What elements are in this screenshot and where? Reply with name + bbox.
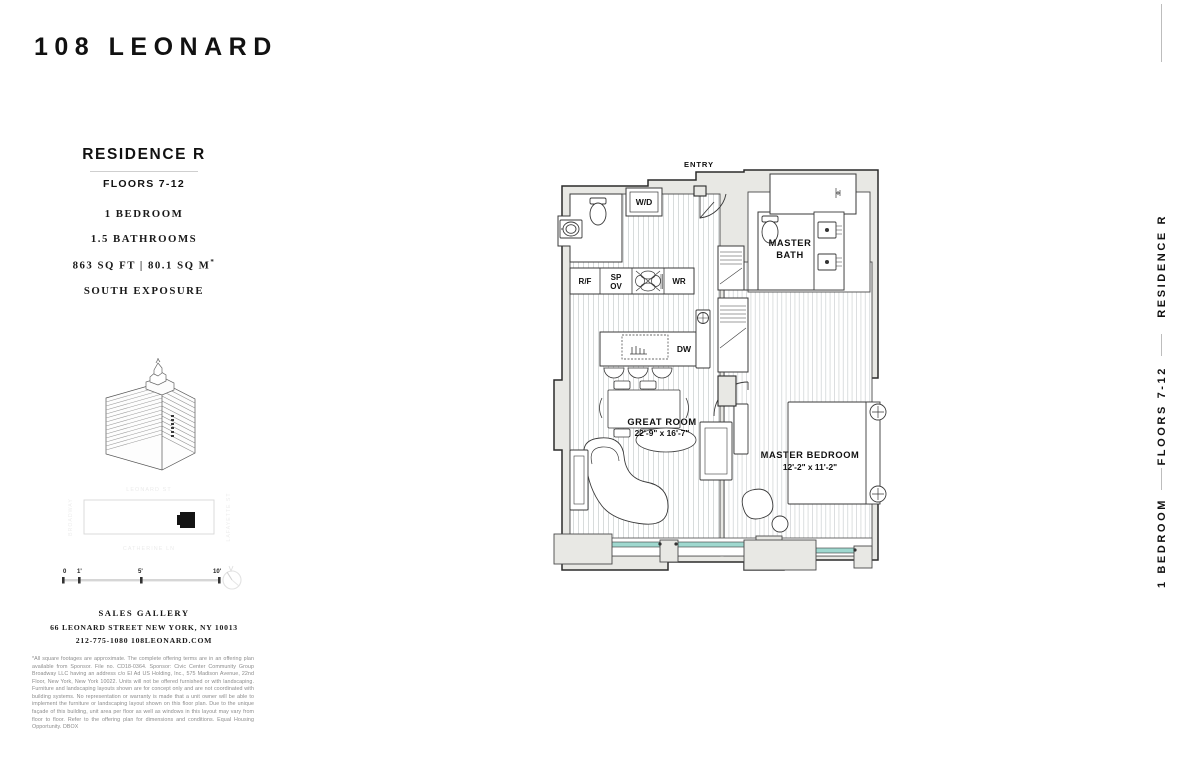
vertical-sidebar-rail: RESIDENCE R FLOORS 7-12 1 BEDROOM	[1142, 0, 1182, 776]
master-toilet-icon	[761, 215, 779, 244]
room-label-master-bath: MASTER	[769, 238, 812, 248]
sitemap-street-right: LAFAYETTE ST	[226, 492, 232, 541]
south-window-wall	[553, 533, 873, 571]
title-divider	[90, 171, 198, 172]
rail-divider-top	[1161, 4, 1162, 62]
powder-room	[557, 193, 623, 263]
page-title: 108 LEONARD	[34, 33, 278, 61]
vanity-icon	[813, 211, 845, 291]
floor-plan-drawing: W/D R/F SP OV	[548, 150, 898, 590]
residence-info-panel: RESIDENCE R FLOORS 7-12 1 BEDROOM 1.5 BA…	[28, 146, 260, 297]
toilet-icon	[589, 197, 607, 226]
scale-tick-0: 0	[63, 569, 67, 575]
appliance-label-speed-oven-sp: SP	[611, 273, 622, 282]
site-key-map: LEONARD ST CATHERINE LN BROADWAY LAFAYET…	[58, 478, 244, 556]
kitchen-counter-run: R/F SP OV WR	[569, 267, 695, 295]
sitemap-street-top: LEONARD ST	[126, 487, 171, 493]
cooktop-icon	[635, 270, 661, 292]
scale-tick-1: 1'	[77, 569, 82, 575]
sitemap-street-left: BROADWAY	[68, 498, 74, 536]
sales-gallery-address: 66 LEONARD STREET NEW YORK, NY 10013	[50, 623, 238, 632]
scale-tick-5: 5'	[138, 569, 143, 575]
coffee-table	[635, 427, 697, 453]
master-bedroom: MASTER BEDROOM 12'-2" x 11'-2"	[741, 401, 887, 533]
structural-columns	[693, 185, 737, 407]
residence-specs: 1 BEDROOM 1.5 BATHROOMS 863 SQ FT | 80.1…	[28, 208, 260, 297]
scale-bar-and-compass: 0 1' 5' 10'	[52, 560, 248, 594]
sofa	[583, 437, 669, 525]
north-compass-icon	[222, 565, 242, 590]
bar-stools	[603, 367, 673, 379]
spec-area: 863 SQ FT | 80.1 SQ M*	[28, 258, 260, 272]
appliance-label-wine-refrigerator: WR	[672, 277, 686, 286]
lounge-chair	[741, 488, 789, 533]
washer-dryer-closet: W/D	[625, 187, 663, 217]
island-sink-icon	[630, 346, 647, 355]
spec-bedrooms: 1 BEDROOM	[104, 208, 184, 220]
sitemap-street-bottom: CATHERINE LN	[123, 546, 175, 552]
rail-label-residence: RESIDENCE R	[1156, 214, 1168, 318]
kitchen-island: DW	[599, 331, 697, 367]
spec-bathrooms: 1.5 BATHROOMS	[90, 233, 198, 245]
room-dimensions-great-room: 22'-9" x 16'-7"	[635, 428, 690, 438]
appliance-label-washer-dryer: W/D	[636, 197, 653, 207]
sink-icon	[559, 219, 583, 239]
spec-area-footnote: *	[210, 258, 216, 266]
master-bath: MASTER BATH	[757, 173, 857, 291]
room-label-great-room: GREAT ROOM	[627, 417, 696, 427]
appliance-label-refrigerator: R/F	[579, 277, 592, 286]
sales-gallery-block: SALES GALLERY 66 LEONARD STREET NEW YORK…	[28, 608, 260, 649]
bed-icon	[787, 401, 887, 505]
residence-floors: FLOORS 7-12	[103, 178, 185, 190]
legal-disclaimer: *All square footages are approximate. Th…	[32, 656, 254, 731]
room-dimensions-master-bedroom: 12'-2" x 11'-2"	[783, 462, 837, 472]
hall-furniture	[569, 309, 749, 511]
rail-divider-2	[1161, 468, 1162, 490]
room-label-master-bath-2: BATH	[776, 250, 804, 260]
appliance-label-oven: OV	[610, 282, 622, 291]
sales-gallery-contact[interactable]: 212-775-1080 108LEONARD.COM	[75, 636, 213, 645]
spec-area-value: 863 SQ FT | 80.1 SQ M	[72, 259, 211, 272]
rail-divider-1	[1161, 334, 1162, 356]
scale-tick-10: 10'	[213, 569, 222, 575]
spec-exposure: SOUTH EXPOSURE	[83, 284, 205, 297]
corridor-closets	[717, 245, 749, 373]
building-axonometric-illustration	[92, 357, 210, 480]
entry-label: ENTRY	[684, 160, 714, 169]
closet-rod-icon	[835, 188, 841, 198]
rail-label-floors: FLOORS 7-12	[1156, 366, 1168, 466]
sales-gallery-title: SALES GALLERY	[98, 608, 190, 618]
rail-label-bedroom: 1 BEDROOM	[1156, 498, 1168, 589]
room-label-master-bedroom: MASTER BEDROOM	[761, 450, 860, 460]
appliance-label-dishwasher: DW	[677, 344, 692, 354]
residence-title: RESIDENCE R	[82, 146, 206, 163]
